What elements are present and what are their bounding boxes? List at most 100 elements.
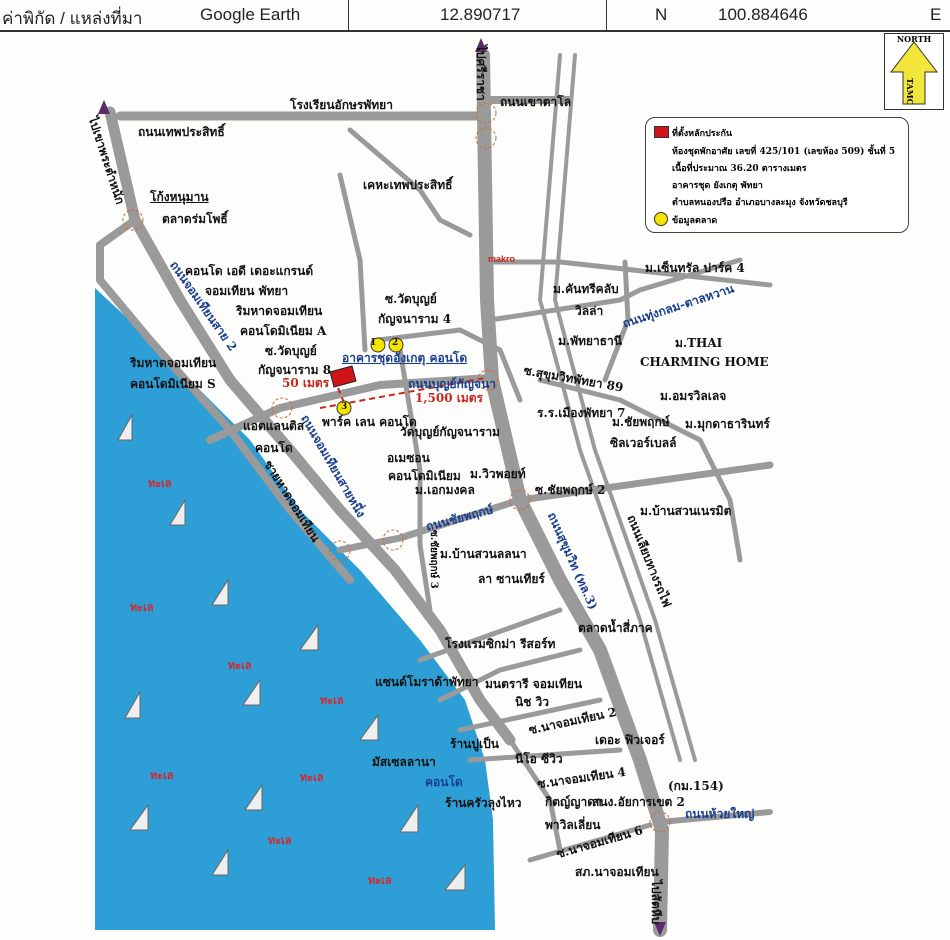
label-the-future: เดอะ ฟิวเจอร์ <box>595 733 665 747</box>
legend-line4: ตำบลหนองปรือ อำเภอบางละมุง จังหวัดชลบุรี <box>672 198 848 208</box>
lon-direction: E <box>930 5 942 24</box>
label-dist-1500: 1,500 เมตร <box>415 391 484 405</box>
label-country-club: ม.คันทรีคลับ <box>553 282 619 296</box>
jomtien-1-road <box>96 216 354 584</box>
label-soi-chaiyapruek3: ซ.ชัยพฤกษ์ 3 <box>428 530 439 589</box>
label-krua-lung: ร้านครัวลุงไหว <box>445 796 522 810</box>
sea-label: ทะเล <box>228 659 252 672</box>
label-mussel-condo: คอนโด <box>425 775 463 789</box>
label-mukda: ม.มุกดาธารินทร์ <box>685 417 770 431</box>
traffic-lights <box>122 102 671 833</box>
label-huai-yai-rd: ถนนห้วยใหญ่ <box>685 807 755 821</box>
sea <box>95 288 495 930</box>
label-soi-wat4-b: กัญจนาราม 4 <box>378 312 452 326</box>
label-suan-neramit: ม.บ้านสวนเนรมิต <box>640 504 732 518</box>
coordinate-header: ค่าพิกัด / แหล่งที่มา Google Earth 12.89… <box>0 0 950 32</box>
label-sigma-resort: โรงแรมซิกม่า รีสอร์ท <box>445 637 556 651</box>
label-amorn: ม.อมรวิลเลจ <box>660 389 727 403</box>
label-pu-pen: ร้านปูเป็น <box>450 737 499 751</box>
label-soi-wat4: ซ.วัดบุญย์ <box>385 292 437 306</box>
source: Google Earth <box>200 5 301 24</box>
chaiyapruek-road <box>336 461 774 554</box>
north-label: NORTH <box>896 34 932 44</box>
subject-property-marker <box>329 365 357 388</box>
label-atlantis: แอตแลนติส <box>243 419 305 433</box>
label-ad-grand: คอนโด เอดี เดอะแกรนด์ <box>185 264 314 278</box>
sea-label: ทะเล <box>300 771 324 784</box>
label-condo-a: คอนโดมิเนียม A <box>240 324 327 338</box>
roads <box>96 48 774 937</box>
market-markers <box>336 337 404 416</box>
makro-logo: makro <box>488 254 516 264</box>
label-montara: มนตรารี จอมเทียน <box>485 677 583 691</box>
label-amazon: อเมซอน <box>387 451 430 465</box>
sea-label: ทะเล <box>150 769 174 782</box>
label-atlantis-condo: คอนโด <box>255 441 293 455</box>
north-arrow-icon <box>889 41 939 105</box>
legend-market: ข้อมูลตลาด <box>672 216 718 226</box>
label-sand-morada: แซนด์โมราด้าพัทยา <box>375 675 479 689</box>
sea-label: ทะเล <box>368 874 392 887</box>
label-charming-home: CHARMING HOME <box>640 355 769 369</box>
label-mussel: มัสเซลลานา <box>372 755 436 769</box>
label-km154: (กม.154) <box>668 779 724 793</box>
label-soi-wat8: ซ.วัดบุญย์ <box>265 344 317 358</box>
label-niche-view: นิช วิว <box>515 695 550 709</box>
label-chaiyapruek-village: ม.ชัยพฤกษ์ <box>612 415 670 429</box>
label-to-sattahip: ไปสัตหีบ <box>649 880 663 925</box>
label-soi-chaiyapruek2: ซ.ชัยพฤกษ์ 2 <box>535 483 606 497</box>
label-country-club-villa: วิลล่า <box>575 304 604 318</box>
market-swatch <box>654 212 668 226</box>
longitude: 100.884646 <box>718 5 808 24</box>
bunkanjana-road <box>206 374 494 444</box>
label-rom-pho-market: ตลาดร่มโพธิ์ <box>162 212 228 226</box>
label-school-aksorn: โรงเรียนอักษรพัทยา <box>290 98 393 112</box>
tamc-label: TAMC <box>905 78 915 105</box>
label-police: สภ.นาจอมเทียน <box>575 865 659 879</box>
label-la-santir: ลา ซานเทียร์ <box>478 572 545 586</box>
label-pattaya-thani: ม.พัทยาธานี <box>558 334 622 348</box>
label-central-park: ม.เซ็นทรัล ปาร์ค 4 <box>645 261 745 275</box>
label-wat-bun: วัดบุญย์กัญจนาราม <box>400 425 500 439</box>
north-badge: NORTH TAMC <box>884 33 944 110</box>
legend-line2: เนื้อที่ประมาณ 36.20 ตารางเมตร <box>672 164 807 174</box>
marker-1: 1 <box>370 338 377 348</box>
label-bunkanjana-rd: ถนนบุญย์กัญจนา <box>408 377 497 391</box>
label-school-7: ร.ร.เมืองพัทยา 7 <box>537 406 626 420</box>
legend-line3: อาคารชุด ยังเกตุ พัทยา <box>672 181 763 191</box>
label-floating-market: ตลาดน้ำสี่ภาค <box>578 621 653 635</box>
legend-line1: ห้องชุดพักอาศัย เลขที่ 425/101 (เลขห้อง … <box>672 147 896 157</box>
label-to-sriracha: ไปศรีราชา <box>474 45 488 101</box>
legend-collateral: ที่ตั้งหลักประกัน <box>672 129 733 139</box>
label-subject-building: อาคารชุดอังเกตุ คอนโด <box>342 351 468 365</box>
divider <box>348 0 349 30</box>
route-arrows <box>98 38 666 936</box>
marker-3: 3 <box>341 402 348 412</box>
legend: ที่ตั้งหลักประกัน ห้องชุดพักอาศัย เลขที่… <box>645 117 909 233</box>
label-khao-talo-rd: ถนนเขาตาโล <box>500 95 572 109</box>
label-thai: ม.THAI <box>675 336 723 350</box>
label-park-lane: พาร์ค เลน คอนโด <box>322 415 417 429</box>
label-condo-s: คอนโดมิเนียม S <box>130 377 216 391</box>
label-silver-bell: ซิลเวอร์เบลล์ <box>610 436 677 450</box>
lat-direction: N <box>655 5 668 24</box>
label-amazon-condo: คอนโดมิเนียม <box>388 469 461 483</box>
label-kheha: เคหะเทพประสิทธิ์ <box>363 178 453 192</box>
label-rimhad-a: ริมหาดจอมเทียน <box>236 304 323 318</box>
label-rimhad-s: ริมหาดจอมเทียน <box>130 356 217 370</box>
label-soi-wat8-b: กัญจนาราม 8 <box>258 363 332 377</box>
sea-label: ทะเล <box>148 477 172 490</box>
label-kong-hanuman: โก้งหนุมาน <box>150 190 209 204</box>
marker-2: 2 <box>392 338 399 348</box>
label-thepprasit-rd: ถนนเทพประสิทธิ์ <box>138 125 225 139</box>
header-title: ค่าพิกัด / แหล่งที่มา <box>2 9 143 28</box>
label-prosecutor: สนง.อัยการเขต 2 <box>592 795 685 809</box>
latitude: 12.890717 <box>440 5 521 24</box>
label-pavilion: พาวิลเลี่ยน <box>545 818 601 832</box>
label-dist-50: 50 เมตร <box>282 376 330 390</box>
beach-road-2 <box>104 106 516 746</box>
label-viewpoint: ม.วิวพอยท์ <box>470 467 526 481</box>
sea-label: ทะเล <box>130 601 154 614</box>
label-kittiyada: กิตญ์ญาดา <box>545 795 602 809</box>
